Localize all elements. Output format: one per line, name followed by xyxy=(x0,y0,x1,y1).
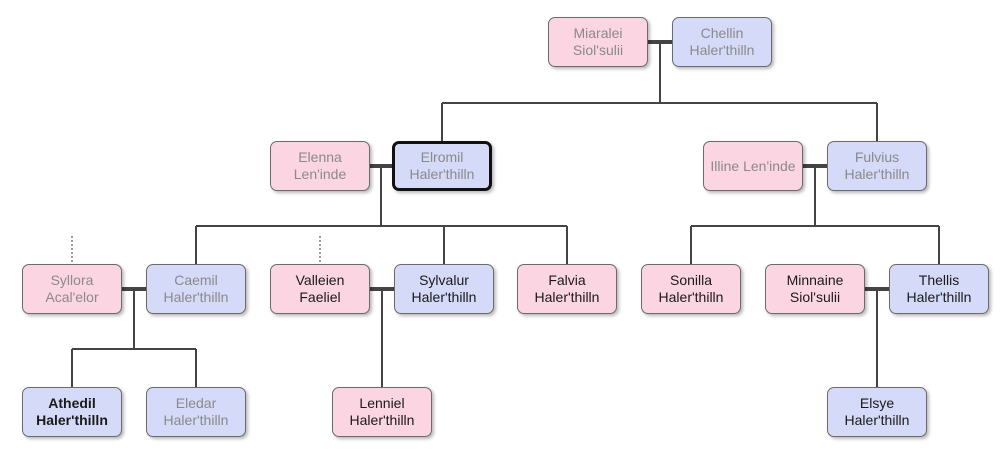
person-last-name: Acal'elor xyxy=(45,289,99,305)
person-first-name: Chellin xyxy=(700,25,744,41)
person-first-name: Sylvalur xyxy=(419,272,469,288)
person-last-name: Haler'thilln xyxy=(349,412,415,428)
ancestor-stub xyxy=(71,236,73,262)
person-last-name: Haler'thilln xyxy=(411,289,477,305)
person-first-name: Elenna xyxy=(298,149,342,165)
person-last-name: Haler'thilln xyxy=(36,412,108,428)
person-first-name: Elsye xyxy=(859,395,895,411)
person-first-name: Minnaine xyxy=(786,272,844,288)
person-last-name: Len'inde xyxy=(293,166,347,182)
person-last-name: Siol'sulii xyxy=(572,42,624,58)
person-last-name: Haler'thilln xyxy=(689,42,755,58)
ancestor-stub xyxy=(319,236,321,262)
person-first-name: Lenniel xyxy=(359,395,405,411)
person-first-name: Sonilla xyxy=(669,272,713,288)
person-first-name: Fulvius xyxy=(854,149,900,165)
person-last-name: Siol'sulii xyxy=(789,289,841,305)
person-first-name: Caemil xyxy=(174,272,218,288)
person-first-name: Thellis xyxy=(918,272,960,288)
person-first-name: Elromil xyxy=(420,149,464,165)
person-first-name: Falvia xyxy=(548,272,586,288)
person-last-name: Faeliel xyxy=(299,289,341,305)
person-last-name: Haler'thilln xyxy=(844,166,910,182)
person-first-name: Athedil xyxy=(48,395,96,411)
person-illine[interactable]: Illine Len'inde xyxy=(703,141,803,191)
person-last-name: Haler'thilln xyxy=(906,289,972,305)
person-first-name: Miaralei xyxy=(573,25,623,41)
person-last-name: Haler'thilln xyxy=(844,412,910,428)
person-first-name: Valleien xyxy=(295,272,345,288)
person-last-name: Haler'thilln xyxy=(409,166,475,182)
person-last-name: Haler'thilln xyxy=(534,289,600,305)
person-first-name: Illine Len'inde xyxy=(710,157,796,174)
person-last-name: Haler'thilln xyxy=(658,289,724,305)
person-first-name: Eledar xyxy=(175,395,217,411)
person-last-name: Haler'thilln xyxy=(163,289,229,305)
person-last-name: Haler'thilln xyxy=(163,412,229,428)
person-first-name: Syllora xyxy=(50,272,94,288)
